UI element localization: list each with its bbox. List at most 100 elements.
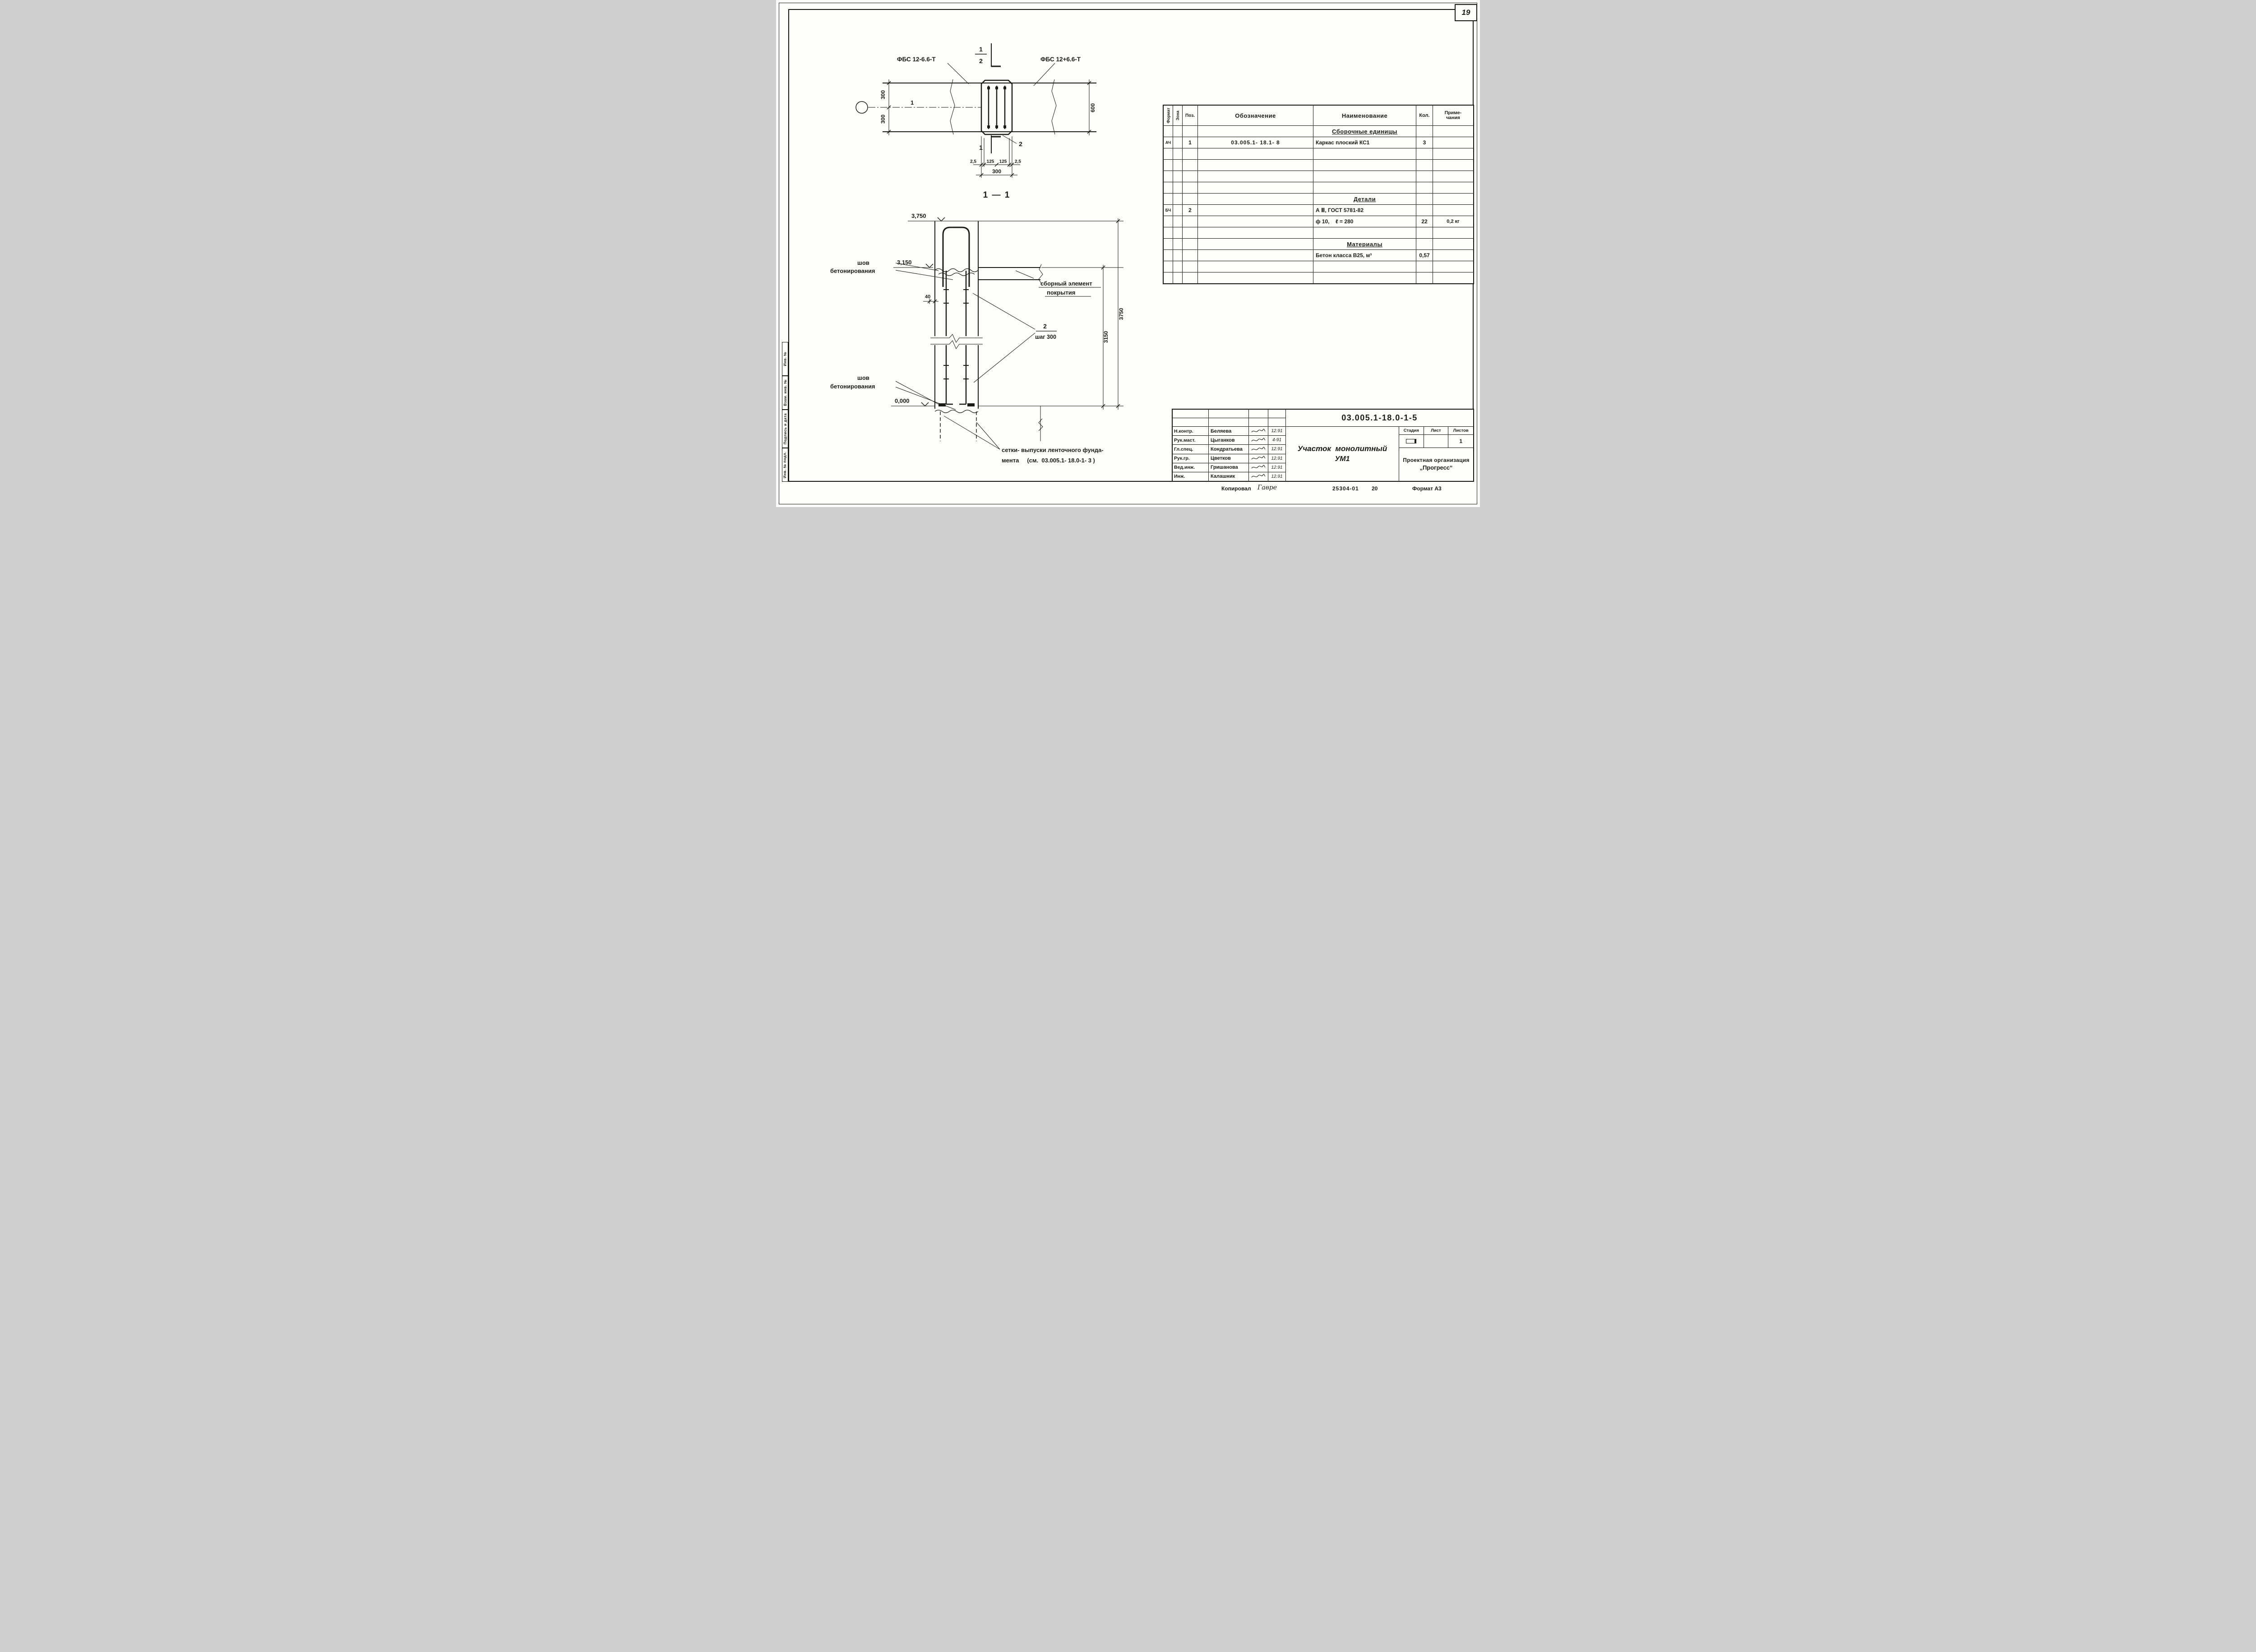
stamp-label: Взам. инв. № bbox=[783, 379, 787, 406]
cut-mark-top-num: 1 bbox=[979, 46, 983, 53]
spec-data-row: Бетон класса В25, м³ 0,57 bbox=[1164, 250, 1473, 261]
signature-row: Гл.спец. Кондратьева 12.91 bbox=[1173, 445, 1285, 454]
monolithic-column-plan bbox=[980, 79, 1013, 135]
seam-bottom-label-1: шов bbox=[857, 374, 869, 381]
stamp-label: Подпись и дата bbox=[783, 413, 787, 444]
spec-name-value: ф 10, ℓ = 280 bbox=[1313, 216, 1416, 227]
dim-3750-label: 3750 bbox=[1118, 308, 1124, 320]
signature bbox=[1249, 472, 1268, 481]
sig-role: Н.контр. bbox=[1173, 427, 1209, 436]
project-title: Участок монолитный УМ1 bbox=[1286, 427, 1399, 481]
sheet-value bbox=[1424, 435, 1449, 448]
spec-header-name: Наименование bbox=[1313, 106, 1416, 125]
spec-qty-value: 0,57 bbox=[1416, 250, 1433, 261]
spec-pos-value: 2 bbox=[1183, 205, 1198, 216]
spec-format-value: БЧ bbox=[1164, 205, 1173, 216]
page-number: 19 bbox=[1461, 8, 1470, 17]
sig-date: 12.91 bbox=[1271, 447, 1283, 452]
seam-top-label-1: шов bbox=[857, 259, 869, 266]
spec-data-row: БЧ 2 А Ⅲ, ГОСТ 5781-82 bbox=[1164, 205, 1473, 216]
sig-date: 12.91 bbox=[1271, 474, 1283, 479]
sig-role: Рук.гр. bbox=[1173, 454, 1209, 463]
dim-40-label: 40 bbox=[925, 294, 930, 300]
signature bbox=[1249, 445, 1268, 454]
sheets-header: Листов bbox=[1453, 428, 1469, 433]
hairpin-rebar bbox=[942, 226, 970, 287]
level-0000-label: 0,000 bbox=[895, 397, 910, 404]
spec-qty-value: 22 bbox=[1416, 216, 1433, 227]
spec-empty-row bbox=[1164, 261, 1473, 272]
stamp-podpis-data: Подпись и дата bbox=[782, 410, 788, 448]
sig-name: Калашник bbox=[1209, 472, 1249, 481]
spec-name-value: Бетон класса В25, м³ bbox=[1313, 250, 1416, 261]
stamp-label: Инв. № подл. bbox=[783, 451, 787, 479]
precast-slab-label-2: покрытия bbox=[1047, 289, 1075, 296]
level-3750-label: 3,750 bbox=[911, 212, 926, 219]
mesh-note-line-1: сетки- выпуски ленточного фунда- bbox=[1002, 447, 1104, 453]
drawing-sheet: 19 Инв. № Взам. инв. № Подпись и дата Ин… bbox=[776, 0, 1480, 507]
dim-chain-25-left: 2,5 bbox=[970, 159, 976, 164]
pos-mark-2: 2 bbox=[1019, 140, 1022, 148]
spec-name-value: Каркас плоский КС1 bbox=[1313, 137, 1416, 148]
spec-header-row: Формат Зона Поз. Обозначение Наименовани… bbox=[1164, 106, 1473, 126]
spec-group-row: Материалы bbox=[1164, 239, 1473, 250]
page-number-box: 19 bbox=[1455, 4, 1477, 21]
spec-note-value: 0,2 кг bbox=[1447, 219, 1460, 224]
signature bbox=[1249, 463, 1268, 472]
sig-name: Кондратьева bbox=[1209, 445, 1249, 454]
title-block-empty-grid bbox=[1173, 410, 1285, 427]
stage-header: Стадия bbox=[1399, 427, 1424, 434]
spec-pos-value: 1 bbox=[1183, 137, 1198, 148]
fbs-right-label: ФБС 12+6.6-Т bbox=[1040, 56, 1081, 63]
seam-top-label-2: бетонирования bbox=[830, 268, 875, 274]
dim-3150-label: 3150 bbox=[1103, 331, 1109, 343]
fbs-left-label: ФБС 12-6.6-Т bbox=[897, 56, 936, 63]
spec-group-details: Детали bbox=[1313, 194, 1416, 204]
spec-empty-row bbox=[1164, 171, 1473, 182]
sig-name: Беляева bbox=[1209, 427, 1249, 436]
rebar-section-dots bbox=[987, 87, 1006, 128]
axis-mark-label: 1 bbox=[911, 99, 914, 106]
stamp-vzam-inv: Взам. инв. № bbox=[782, 376, 788, 410]
dim-chain-125-b: 125 bbox=[999, 159, 1007, 164]
spec-header-zone: Зона bbox=[1175, 111, 1180, 120]
step-300-label: шаг 300 bbox=[1035, 334, 1056, 340]
level-3150-label: 3,150 bbox=[897, 259, 912, 266]
footer-sheet-number: 20 bbox=[1372, 485, 1378, 492]
dim-300-bottom: 300 bbox=[880, 115, 886, 124]
specification-table: Формат Зона Поз. Обозначение Наименовани… bbox=[1163, 105, 1474, 284]
cut-mark-bottom-1: 1 bbox=[979, 144, 983, 151]
dim-chain-25-right: 2,5 bbox=[1015, 159, 1021, 164]
spec-empty-row bbox=[1164, 160, 1473, 171]
signature-row: Н.контр. Беляева 12.91 bbox=[1173, 427, 1285, 436]
sig-role: Гл.спец. bbox=[1173, 445, 1209, 454]
footer-doc-number: 25304-01 bbox=[1332, 485, 1359, 492]
sig-date: 12.91 bbox=[1271, 456, 1283, 461]
project-title-line-2: УМ1 bbox=[1335, 455, 1350, 463]
spec-empty-row bbox=[1164, 272, 1473, 283]
signature-row: Рук.маст. Цыганков 4-91 bbox=[1173, 436, 1285, 445]
spec-header-pos: Поз. bbox=[1183, 106, 1198, 125]
signature bbox=[1249, 454, 1268, 463]
section-view bbox=[891, 217, 1123, 450]
sig-name: Цыганков bbox=[1209, 436, 1249, 445]
sig-date: 12.91 bbox=[1271, 429, 1283, 434]
pos-2-label: 2 bbox=[1043, 323, 1047, 330]
spec-format-value: АЧ bbox=[1164, 137, 1173, 148]
spec-group-row: Сборочные единицы bbox=[1164, 126, 1473, 137]
sheet-footer: Копировал Гавре 25304-01 20 Формат А3 bbox=[1172, 483, 1474, 495]
signature bbox=[1249, 436, 1268, 445]
axis-bubble bbox=[855, 101, 868, 114]
organization: Проектная организация „Прогресс“ bbox=[1399, 448, 1473, 481]
spec-empty-row bbox=[1164, 227, 1473, 239]
signature-row: Рук.гр. Цветков 12.91 bbox=[1173, 454, 1285, 463]
document-number: 03.005.1-18.0-1-5 bbox=[1286, 410, 1473, 427]
stage-table: Стадия Лист Листов 1 bbox=[1399, 427, 1473, 448]
format-label: Формат А3 bbox=[1412, 485, 1442, 492]
seam-bottom-label-2: бетонирования bbox=[830, 383, 875, 390]
organization-line-2: „Прогресс“ bbox=[1419, 464, 1453, 471]
spec-header-note-1: Приме- bbox=[1444, 110, 1462, 115]
spec-group-materials: Материалы bbox=[1313, 239, 1416, 249]
spec-designation-value: 03.005.1- 18.1- 8 bbox=[1198, 137, 1313, 148]
spec-empty-row bbox=[1164, 148, 1473, 160]
